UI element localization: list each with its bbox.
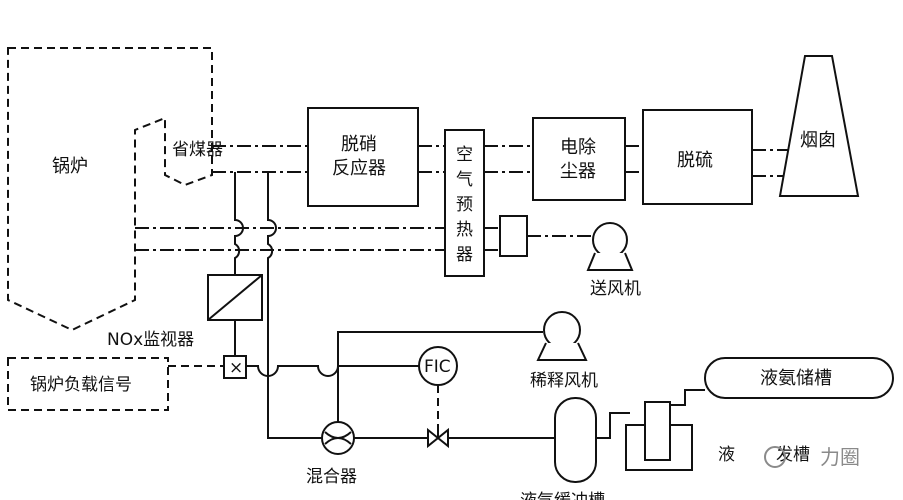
chimney: 烟囱 [778,55,860,197]
ammonia-tank-vessel [704,357,894,399]
desulfurization: 脱硫 [642,109,753,205]
scr-reactor-box [307,107,419,207]
economizer-label: 省煤器 [172,140,223,160]
ammonia-storage-tank: 液氨储槽 [704,357,894,399]
air-preheater-char-4: 热 [456,220,473,240]
evaporator-label-part1: 液 [718,445,735,465]
mixer-label: 混合器 [306,467,357,487]
esp-label-2: 尘器 [560,161,596,182]
nox-monitor-label: NOx监视器 [107,330,194,350]
boiler-label: 锅炉 [52,156,88,177]
multiplier: × [223,355,247,379]
chimney-label: 烟囱 [800,130,836,151]
damper-box [499,215,528,257]
scr-reactor-label-2: 反应器 [332,158,386,179]
watermark-logo-icon [764,446,786,468]
forced-fan-label: 送风机 [590,279,641,299]
chimney-shape [778,55,860,197]
forced-fan-rotor [592,222,628,258]
forced-draft-fan: 送风机 [586,222,641,299]
multiplier-box [223,355,247,379]
air-preheater-box [444,129,485,277]
load-signal-label: 锅炉负载信号 [30,375,132,395]
fic-controller: FIC [418,346,458,386]
ammonia-tank-label: 液氨储槽 [760,368,832,389]
esp-box [532,117,626,201]
scr-reactor-label-1: 脱硝 [341,134,377,155]
fic-label: FIC [424,357,451,377]
electrostatic-precipitator: 电除 尘器 [532,117,626,201]
evaporator-inner [644,401,671,461]
buffer-tank-vessel [554,397,597,483]
dilution-fan-rotor [543,311,581,349]
buffer-tank: 液气缓冲槽 [520,397,605,500]
air-preheater: 空 气 预 热 器 [444,129,485,277]
control-valve [427,425,449,449]
boiler: 锅炉 [7,47,213,332]
fgd-box [642,109,753,205]
dilution-fan-label: 稀释风机 [530,371,598,391]
air-preheater-char-1: 空 [456,145,473,165]
air-preheater-char-3: 预 [456,195,473,215]
air-preheater-char-5: 器 [456,245,473,265]
watermark: 力圈 [764,445,860,469]
load-signal-box [7,357,169,411]
nox-monitor: NOx监视器 [107,274,263,350]
fgd-label: 脱硫 [677,150,713,171]
evaporator: 液 发槽 [625,401,810,471]
air-preheater-char-2: 气 [456,170,473,190]
process-lines [168,172,705,439]
fic-circle [418,346,458,386]
flue-gas-lines [135,145,790,251]
esp-label-1: 电除 [560,137,596,158]
buffer-tank-label: 液气缓冲槽 [520,491,605,500]
dilution-fan: 稀释风机 [530,311,598,391]
dilution-fan-base [536,342,588,361]
mixer: 混合器 [306,421,357,487]
boiler-outline [7,47,213,332]
watermark-text: 力圈 [820,445,860,469]
forced-fan-base [586,252,634,271]
scr-reactor: 脱硝 反应器 [307,107,419,207]
multiplier-symbol: × [229,358,243,378]
mixer-inner-2 [324,437,352,445]
boiler-load-signal: 锅炉负载信号 [7,357,169,411]
